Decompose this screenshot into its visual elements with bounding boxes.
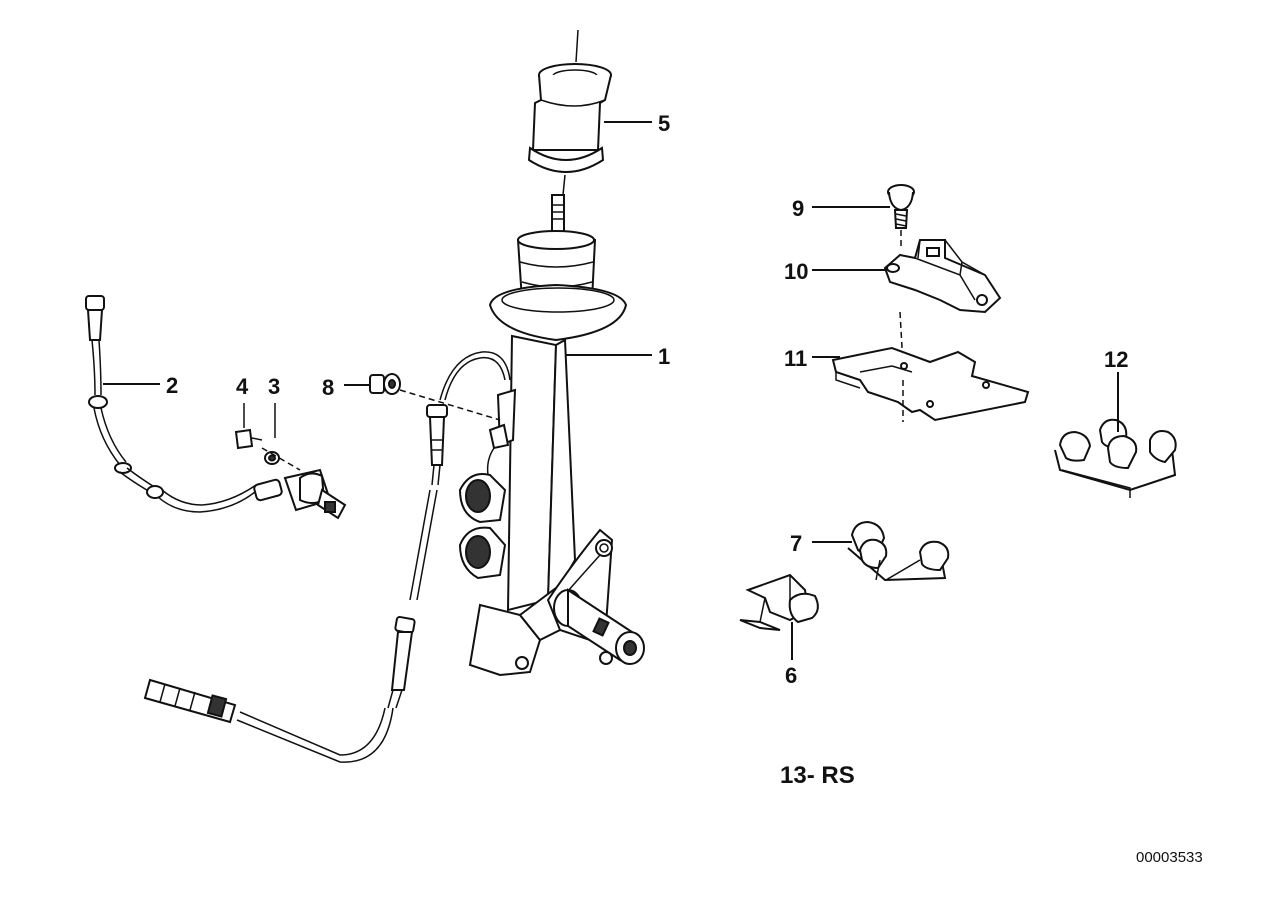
label-part-11: 11	[784, 346, 807, 371]
label-part-8: 8	[322, 375, 334, 400]
label-part-12: 12	[1104, 347, 1128, 372]
label-part-9: 9	[792, 196, 804, 221]
cable-holder-part-12[interactable]	[1054, 418, 1177, 498]
bolt-part-4[interactable]	[234, 403, 263, 450]
label-part-5: 5	[658, 111, 670, 136]
washer-part-3[interactable]	[264, 403, 280, 465]
shock-absorber-strut-part-1[interactable]	[458, 194, 645, 677]
sensor-cable-part-2[interactable]	[85, 295, 347, 520]
sensor-cable-front[interactable]	[143, 351, 511, 763]
label-part-3: 3	[268, 374, 280, 399]
label-part-2: 2	[166, 373, 178, 398]
label-part-7: 7	[790, 531, 802, 556]
screw-part-9[interactable]	[887, 184, 915, 229]
label-part-1: 1	[658, 344, 670, 369]
dust-boot-part-5[interactable]	[527, 29, 612, 196]
sensor-module-part-10[interactable]	[883, 239, 1002, 314]
reference-number: 00003533	[1136, 849, 1203, 866]
grommet-part-8[interactable]	[369, 373, 401, 395]
mounting-plate-part-11[interactable]	[831, 346, 1030, 422]
cable-clip-part-7[interactable]	[847, 520, 950, 582]
label-part-6: 6	[785, 663, 797, 688]
bracket-clip-part-6[interactable]	[739, 573, 819, 631]
variant-note: 13- RS	[780, 762, 855, 789]
label-part-4: 4	[236, 374, 249, 399]
label-part-10: 10	[784, 259, 808, 284]
